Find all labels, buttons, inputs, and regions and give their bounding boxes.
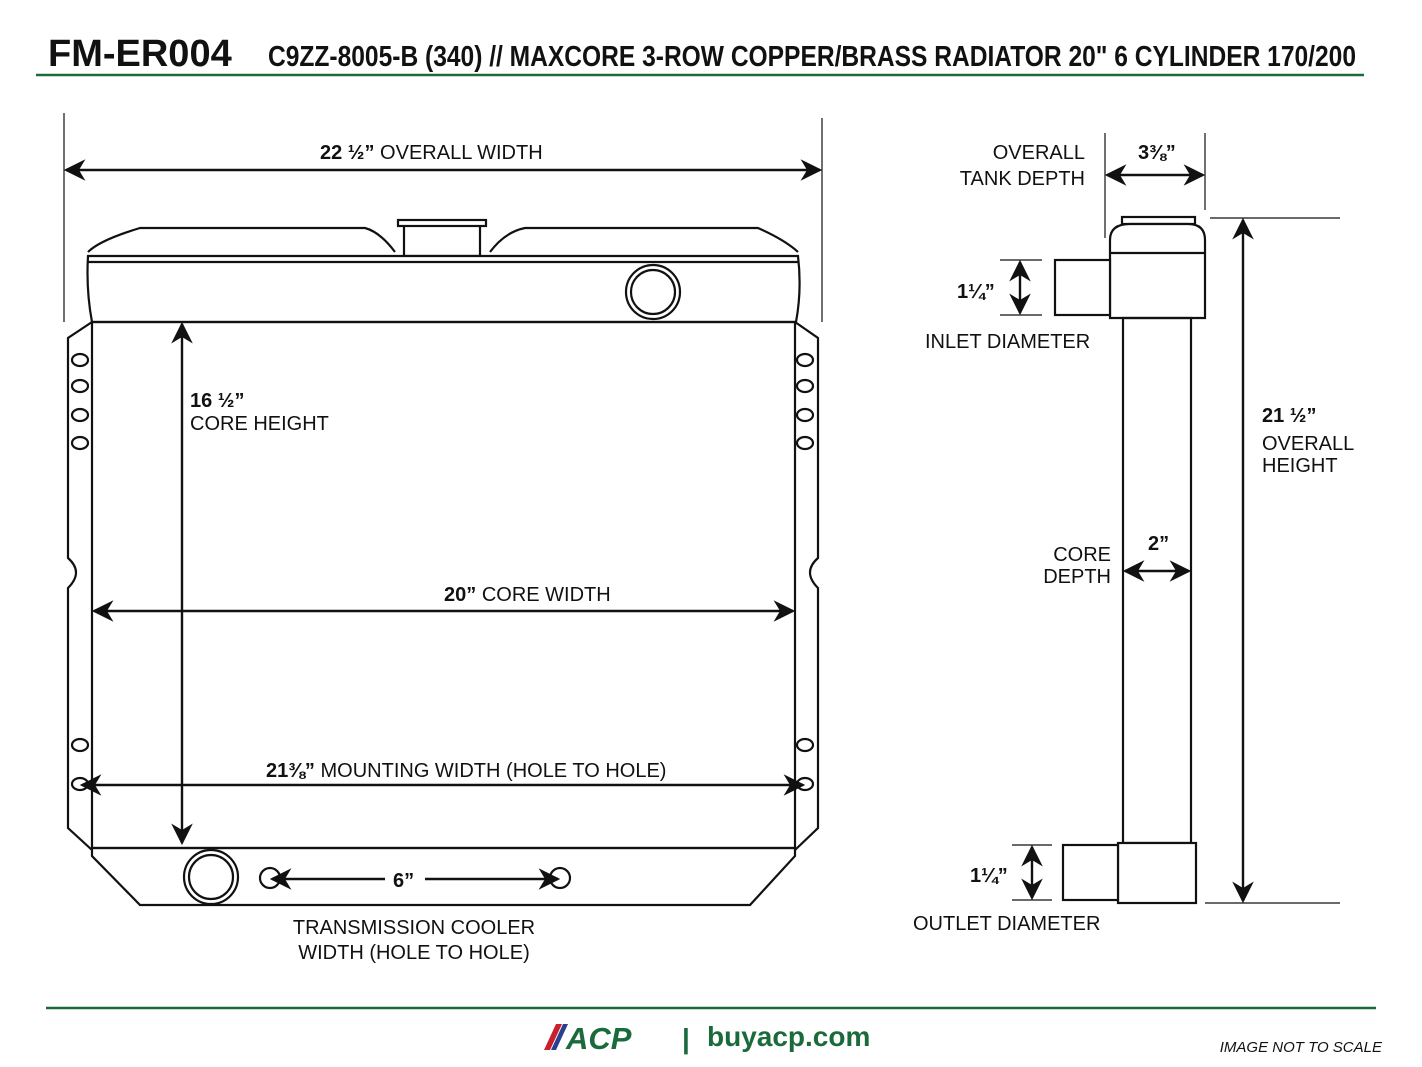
left-mount-slots <box>70 352 90 792</box>
diagram-line <box>70 407 90 423</box>
diagram-line <box>795 352 815 368</box>
front-view-core-height-label: CORE HEIGHT <box>190 413 329 435</box>
diagram-line <box>70 378 90 394</box>
front-view-mounting-width-label: MOUNTING WIDTH (HOLE TO HOLE) <box>321 760 667 782</box>
side-view-outlet-label: OUTLET DIAMETER <box>913 913 1100 935</box>
diagram-line <box>70 435 90 451</box>
diagram-line <box>544 1024 562 1050</box>
front-view-trans-cooler-label-line2: WIDTH (HOLE TO HOLE) <box>298 942 530 964</box>
side-view-core-depth-label-line2: DEPTH <box>1043 566 1111 588</box>
front-view-trans-cooler-label-line1: TRANSMISSION COOLER <box>293 917 535 939</box>
footer: ACP | buyacp.com IMAGE NOT TO SCALE <box>46 1006 1383 1056</box>
bottom-tank <box>90 846 797 907</box>
diagram-line <box>795 407 815 423</box>
side-top-tank <box>1108 222 1207 320</box>
website-link[interactable]: buyacp.com <box>707 1021 870 1052</box>
top-tank-right-dome <box>489 226 799 253</box>
scale-note: IMAGE NOT TO SCALE <box>1220 1039 1383 1056</box>
diagram-line <box>795 435 815 451</box>
diagram-line <box>795 378 815 394</box>
footer-logo-text: ACP <box>565 1021 632 1056</box>
side-view: 3⅜” OVERALL TANK DEPTH 1¼” INLET DIAMETE… <box>913 133 1354 935</box>
diagram-line: 22 ½” OVERALL WIDTH <box>320 142 543 164</box>
diagram-line <box>551 1024 568 1050</box>
part-description: C9ZZ-8005-B (340) // MAXCORE 3-ROW COPPE… <box>268 41 1356 73</box>
front-view-overall-width-value: 22 ½” <box>320 142 374 164</box>
side-view-inlet-value: 1¼” <box>957 281 995 303</box>
top-tank <box>86 254 801 324</box>
left-bracket <box>66 321 93 851</box>
inlet-neck-outer <box>624 263 682 321</box>
diagram-line <box>795 737 815 753</box>
diagram-line <box>70 352 90 368</box>
front-view: 22 ½” OVERALL WIDTH 16 ½” CORE HEIGHT 20… <box>63 113 823 964</box>
side-view-overall-height-value: 21 ½” <box>1262 405 1316 427</box>
outlet-neck-outer <box>182 848 240 906</box>
top-tank-left-dome <box>87 226 396 253</box>
side-outlet <box>1061 843 1120 902</box>
front-view-mounting-width-value: 21⅜” <box>266 760 315 782</box>
front-view-trans-cooler-value: 6” <box>393 870 414 892</box>
side-bottom-tank <box>1116 841 1198 905</box>
front-view-overall-width-label: OVERALL WIDTH <box>380 142 543 164</box>
side-core <box>1121 316 1193 845</box>
diagram-line <box>70 737 90 753</box>
side-view-core-depth-value: 2” <box>1148 533 1169 555</box>
side-view-overall-height-label-line1: OVERALL <box>1262 433 1354 455</box>
right-bracket <box>794 321 820 851</box>
right-mount-slots <box>795 352 815 792</box>
side-inlet <box>1053 258 1112 317</box>
side-view-outlet-value: 1¼” <box>970 865 1008 887</box>
inlet-neck-inner <box>629 268 677 316</box>
front-view-core-width-label: CORE WIDTH <box>482 584 611 606</box>
header: FM-ER004 C9ZZ-8005-B (340) // MAXCORE 3-… <box>36 33 1364 77</box>
diagram-line: 21⅜” MOUNTING WIDTH (HOLE TO HOLE) <box>266 760 666 782</box>
side-view-core-depth-label-line1: CORE <box>1053 544 1111 566</box>
side-view-tank-depth-label-line2: TANK DEPTH <box>960 168 1085 190</box>
side-view-tank-depth-value: 3⅜” <box>1138 142 1176 164</box>
footer-separator: | <box>682 1023 690 1054</box>
front-view-core-width-value: 20” <box>444 584 476 606</box>
acp-logo: ACP <box>544 1021 632 1056</box>
side-view-inlet-label: INLET DIAMETER <box>925 331 1090 353</box>
part-number: FM-ER004 <box>48 33 232 75</box>
side-view-tank-depth-label-line1: OVERALL <box>993 142 1085 164</box>
filler-neck <box>402 222 482 258</box>
diagram-line: 20” CORE WIDTH <box>444 584 611 606</box>
side-view-overall-height-label-line2: HEIGHT <box>1262 455 1338 477</box>
outlet-neck-inner <box>187 853 235 901</box>
filler-cap <box>396 218 488 228</box>
front-view-core-height-value: 16 ½” <box>190 390 244 412</box>
